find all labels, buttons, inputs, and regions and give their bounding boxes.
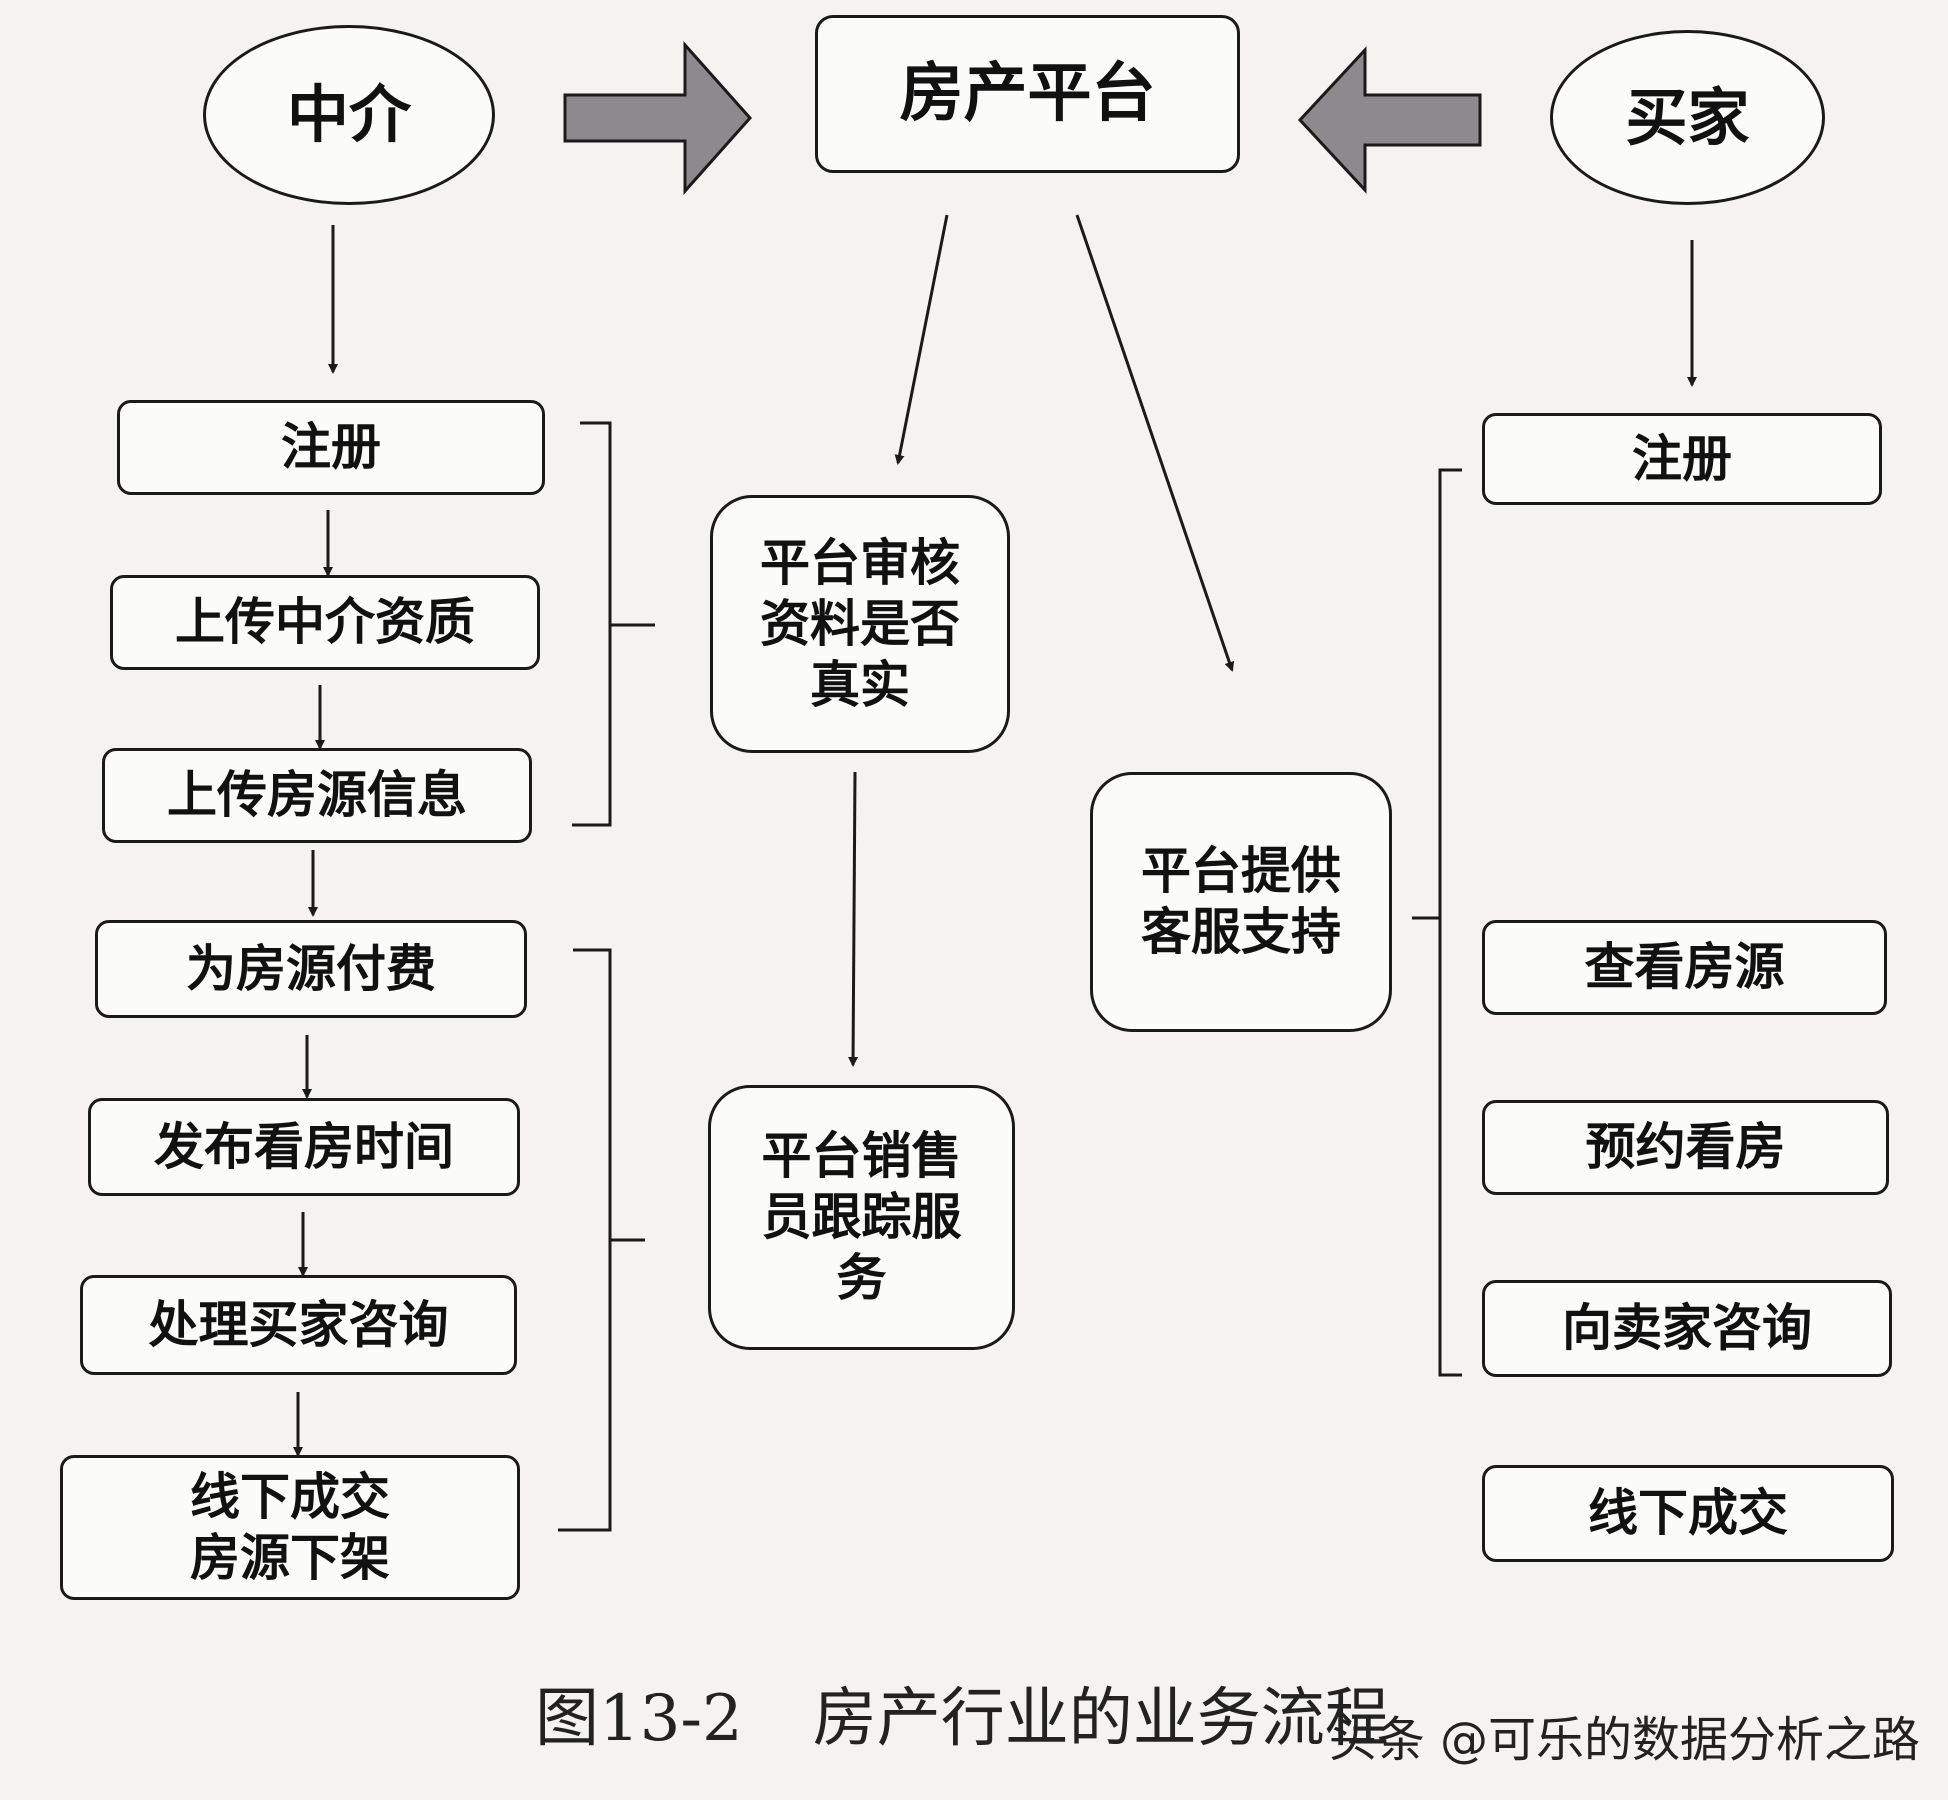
agent-step-upload-listing: 上传房源信息 — [102, 748, 532, 843]
platform-review-node: 平台审核 资料是否 真实 — [710, 495, 1010, 753]
source-watermark: 头条 @可乐的数据分析之路 — [1328, 1712, 1920, 1768]
arrow-review-to-sales — [848, 771, 859, 1067]
platform-node: 房产平台 — [815, 15, 1240, 173]
figure-caption: 图13-2 房产行业的业务流程 — [535, 1668, 1535, 1758]
big-arrow-agent-to-platform — [563, 41, 753, 195]
figure-number: 图13-2 — [535, 1682, 743, 1756]
buyer-step-register: 注册 — [1482, 413, 1882, 505]
buyer-step-ask-seller: 向卖家咨询 — [1482, 1280, 1892, 1377]
arrow-platform-to-review — [894, 214, 949, 465]
buyer-step-view-listings: 查看房源 — [1482, 920, 1887, 1015]
buyer-step-book-viewing: 预约看房 — [1482, 1100, 1889, 1195]
agent-step-upload-credentials: 上传中介资质 — [110, 575, 540, 670]
bracket-buyer-group — [1412, 468, 1462, 1377]
platform-support-node: 平台提供 客服支持 — [1090, 772, 1392, 1032]
agent-step-pay-for-listing: 为房源付费 — [95, 920, 527, 1018]
figure-title: 房产行业的业务流程 — [812, 1682, 1389, 1756]
agent-step-handle-inquiries: 处理买家咨询 — [80, 1275, 517, 1375]
platform-sales-node: 平台销售 员跟踪服 务 — [708, 1085, 1015, 1350]
agent-node: 中介 — [203, 25, 495, 205]
bracket-agent-group-2 — [558, 948, 645, 1532]
agent-step-register: 注册 — [117, 400, 545, 495]
agent-step-close-and-delist: 线下成交 房源下架 — [60, 1455, 520, 1600]
agent-step-publish-viewing-time: 发布看房时间 — [88, 1098, 520, 1196]
buyer-node: 买家 — [1550, 30, 1825, 205]
buyer-step-close-offline: 线下成交 — [1482, 1465, 1894, 1562]
bracket-agent-group-1 — [572, 421, 655, 827]
big-arrow-buyer-to-platform — [1297, 46, 1482, 194]
arrow-platform-to-support — [1075, 214, 1235, 672]
